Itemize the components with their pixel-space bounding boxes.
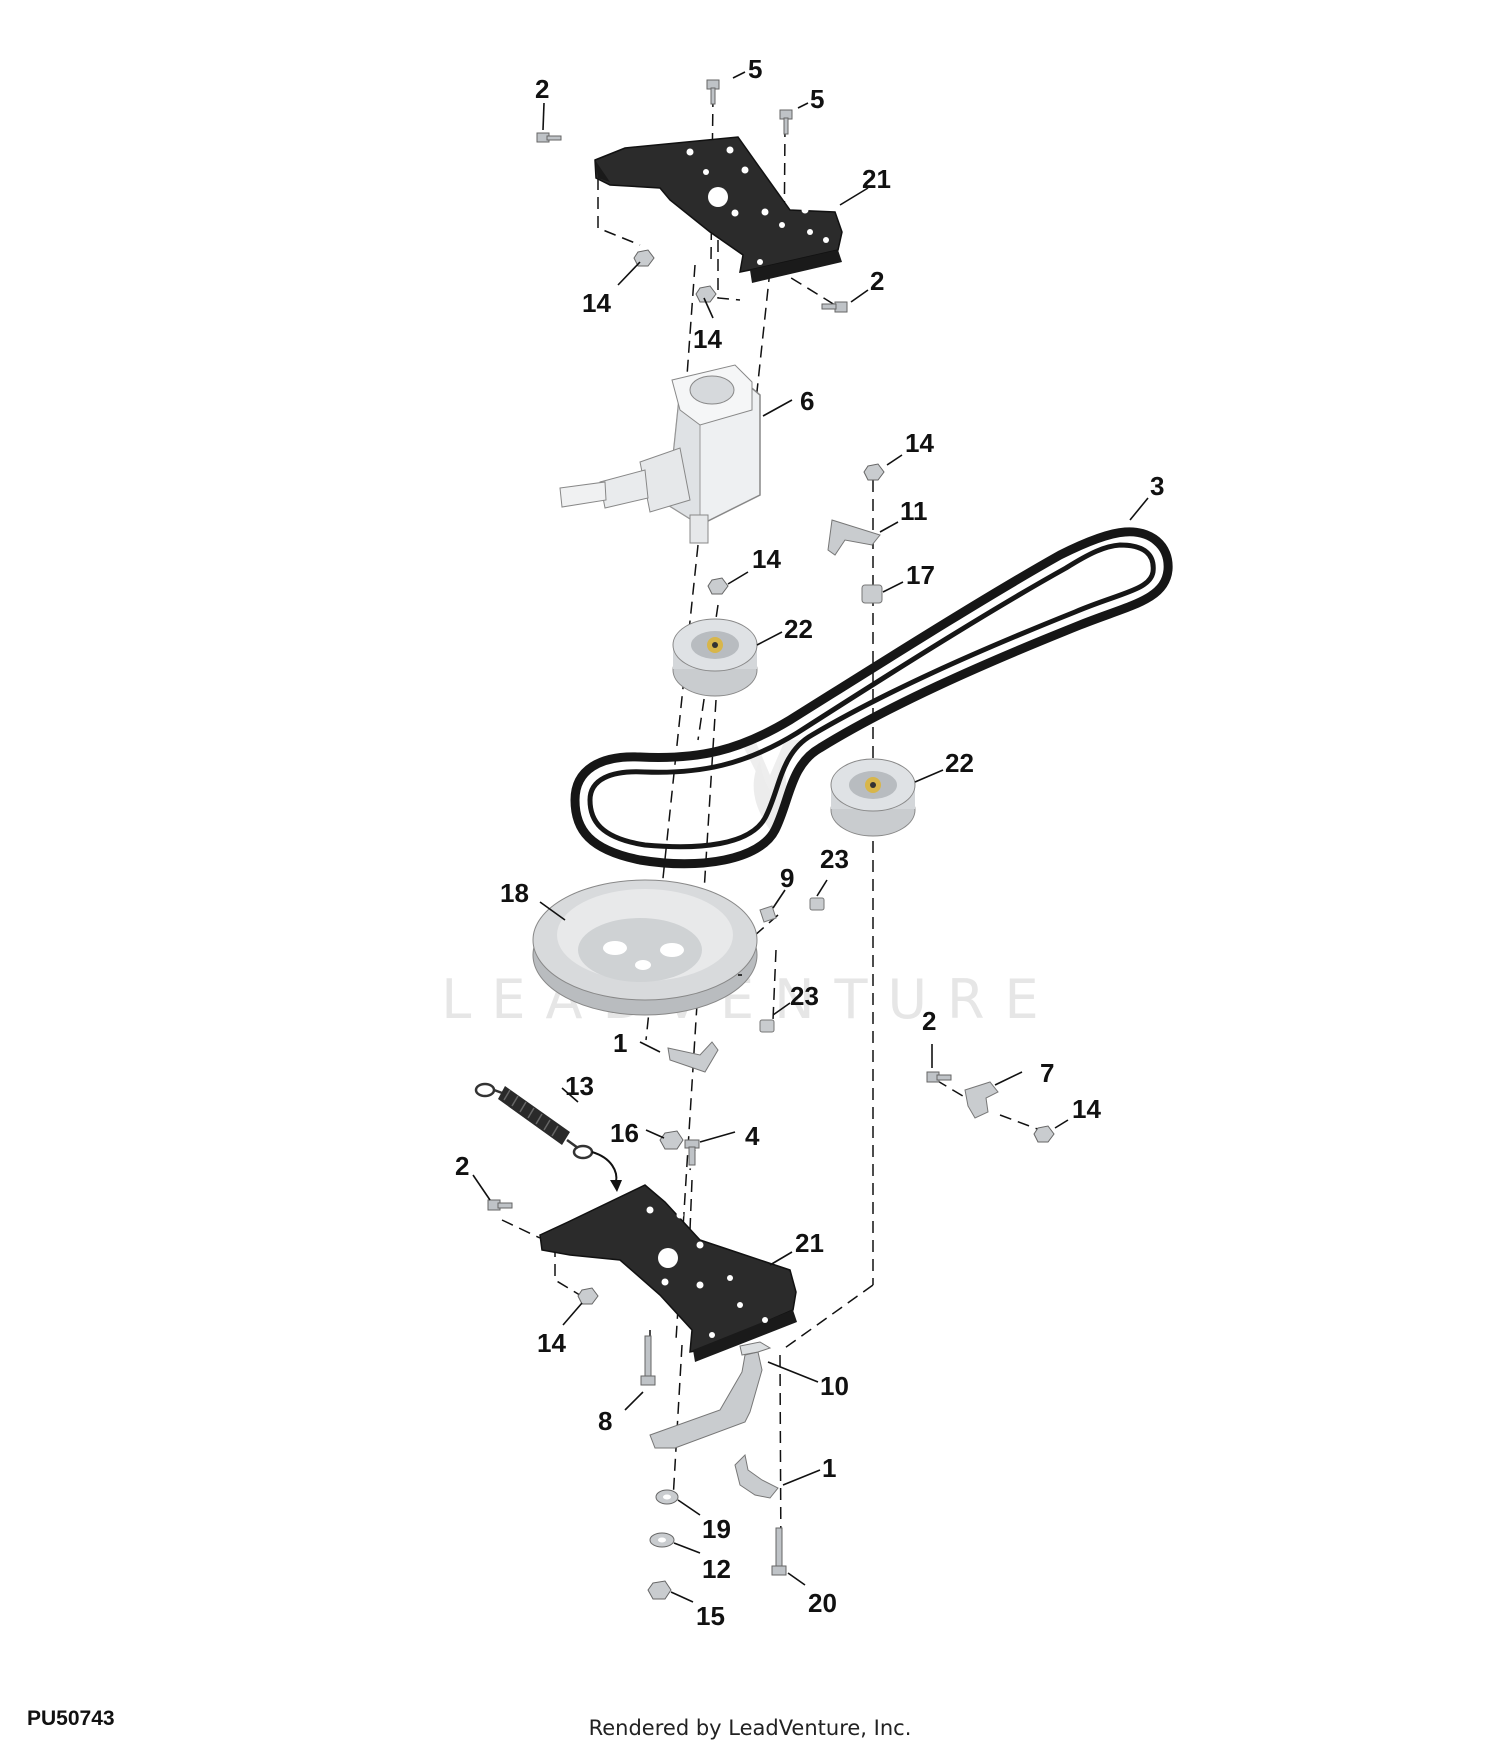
callout-14e: 14	[1072, 1094, 1101, 1124]
callout-14f: 14	[537, 1328, 566, 1358]
upper-mounting-bracket	[594, 136, 843, 283]
spacer-17	[861, 584, 883, 604]
callout-2a: 2	[535, 74, 549, 104]
bolt-20	[771, 1527, 787, 1576]
bracket-11	[827, 519, 881, 556]
bolt-5b	[779, 109, 793, 135]
callout-14a: 14	[582, 288, 611, 318]
callout-17: 17	[906, 560, 935, 590]
bracket-1b	[734, 1453, 779, 1499]
callout-2b: 2	[870, 266, 884, 296]
callout-23b: 23	[790, 981, 819, 1011]
callout-22b: 22	[945, 748, 974, 778]
nut-14d	[863, 463, 885, 481]
bolt-5a	[706, 79, 720, 105]
callout-23a: 23	[820, 844, 849, 874]
nut-14b	[695, 285, 717, 303]
callout-7: 7	[1040, 1058, 1054, 1088]
washer-12	[649, 1532, 675, 1548]
bolt-2d	[487, 1199, 513, 1211]
small-bracket-7	[926, 1071, 1055, 1143]
callout-20: 20	[808, 1588, 837, 1618]
callout-16: 16	[610, 1118, 639, 1148]
callout-19: 19	[702, 1514, 731, 1544]
drive-pulley	[532, 879, 758, 1016]
bolt-2c	[926, 1071, 952, 1083]
callout-2c: 2	[922, 1006, 936, 1036]
arm-10	[649, 1341, 772, 1449]
leader-lines	[472, 71, 1149, 1603]
washer-19	[655, 1489, 679, 1505]
figure-code: PU50743	[27, 1707, 115, 1730]
callout-3: 3	[1150, 471, 1164, 501]
callout-14c: 14	[905, 428, 934, 458]
callout-6: 6	[800, 386, 814, 416]
nut-16	[659, 1130, 684, 1150]
lower-mounting-bracket	[539, 1184, 797, 1362]
bolt-2b	[821, 301, 848, 313]
screw-23b	[759, 1019, 775, 1033]
callout-22a: 22	[784, 614, 813, 644]
idler-pulley-lower	[830, 758, 916, 837]
screw-23a	[809, 897, 825, 911]
callout-8: 8	[598, 1406, 612, 1436]
bolt-2a	[536, 132, 562, 143]
bolt-8	[640, 1335, 656, 1386]
gearbox	[559, 364, 761, 544]
callout-5a: 5	[748, 54, 762, 84]
nut-15	[647, 1580, 672, 1600]
callout-18: 18	[500, 878, 529, 908]
callout-14d: 14	[752, 544, 781, 574]
pulley-hardware	[667, 897, 825, 1073]
callout-5b: 5	[810, 84, 824, 114]
callout-1b: 1	[822, 1453, 836, 1483]
callout-21a: 21	[862, 164, 891, 194]
nut-14a	[633, 249, 655, 267]
drive-belt	[570, 527, 1173, 869]
tension-spring	[474, 1082, 622, 1192]
bolt-4	[684, 1139, 700, 1166]
callout-4: 4	[745, 1121, 760, 1151]
watermark: LEADVENTURE	[441, 740, 1058, 1031]
middle-hardware	[707, 463, 885, 604]
callout-15: 15	[696, 1601, 725, 1631]
bracket-1a	[667, 1041, 719, 1073]
idler-pulley-upper	[672, 618, 758, 697]
callout-9: 9	[780, 863, 794, 893]
callout-11: 11	[900, 496, 928, 526]
nut-14c	[707, 577, 729, 595]
callout-14b: 14	[693, 324, 722, 354]
callout-2d: 2	[455, 1151, 469, 1181]
key-9	[759, 905, 777, 923]
render-credit: Rendered by LeadVenture, Inc.	[588, 1716, 912, 1740]
lower-hardware	[487, 1130, 787, 1600]
watermark-text: LEADVENTURE	[441, 968, 1058, 1031]
callout-12: 12	[702, 1554, 731, 1584]
callout-10: 10	[820, 1371, 849, 1401]
callout-1a: 1	[613, 1028, 627, 1058]
nut-14f	[577, 1287, 599, 1305]
callout-labels: 5 5 2 21 2 14 14 6 14 3 11 14 17 22 22 1…	[455, 54, 1164, 1631]
nut-14e	[1033, 1125, 1055, 1143]
callout-21b: 21	[795, 1228, 824, 1258]
callout-13: 13	[565, 1071, 594, 1101]
